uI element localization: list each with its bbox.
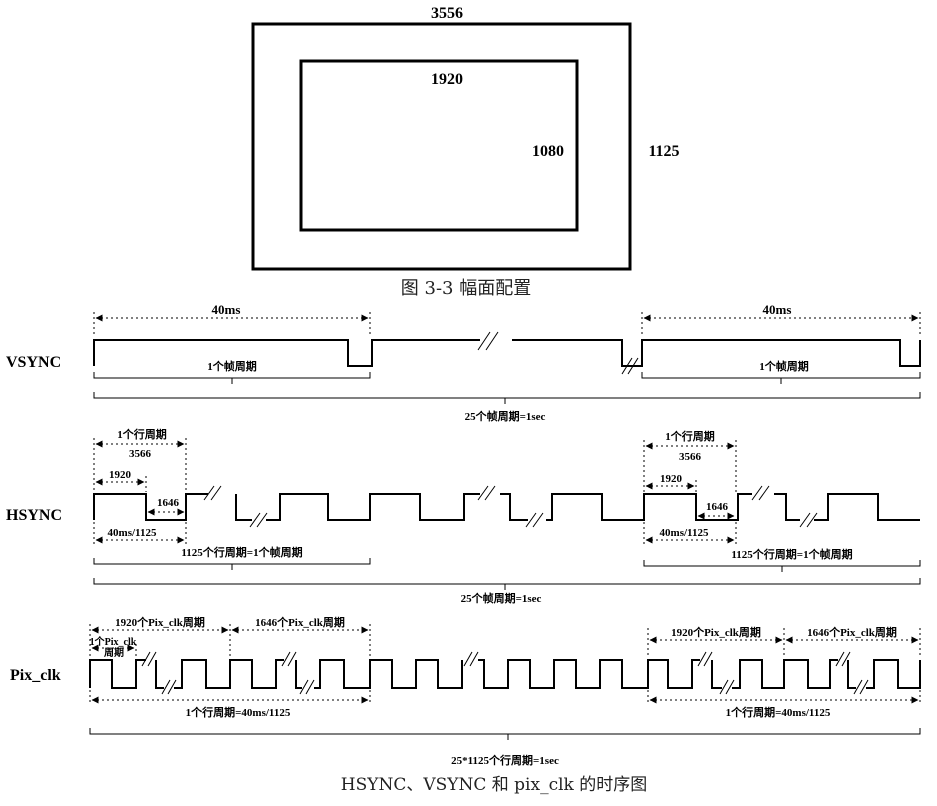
pixclk-break-marks xyxy=(141,651,869,695)
hsync-total-brace xyxy=(93,578,921,590)
vsync-period-left: 40ms xyxy=(212,302,241,317)
hsync-signal-name: HSYNC xyxy=(6,507,62,524)
vsync-signal-name: VSYNC xyxy=(6,354,61,371)
pixclk-waveform-segment-6 xyxy=(478,659,700,689)
total-width-label: 3556 xyxy=(431,5,463,22)
vsync-brace-right xyxy=(641,372,921,384)
vsync-row: VSYNC 40ms 40ms 1个帧周期 1个帧周期 25个帧周期=1sec xyxy=(6,302,921,423)
pixclk-one-clk-label: 1个Pix_clk xyxy=(90,635,137,648)
pixclk-waveform-segment-3 xyxy=(174,659,284,689)
hsync-line-time-left: 40ms/1125 xyxy=(108,527,157,539)
hsync-waveform-segment-2 xyxy=(235,494,252,521)
hsync-line-period-right: 1个行周期 xyxy=(665,429,715,443)
pixclk-waveform-segment-9 xyxy=(847,660,856,689)
pixclk-active-clk-left: 1920个Pix_clk周期 xyxy=(115,615,205,629)
hsync-total: 25个帧周期=1sec xyxy=(461,591,542,605)
vsync-frame-period-left: 1个帧周期 xyxy=(207,359,257,373)
pixclk-waveform-segment-5 xyxy=(314,659,463,689)
pixclk-one-clk-label-2: 周期 xyxy=(104,646,124,659)
pixclk-waveform-segment-7 xyxy=(711,660,722,689)
hsync-waveform-segment-4 xyxy=(500,493,528,521)
frame-configuration-figure: 3556 1920 1080 1125 图 3-3 幅面配置 xyxy=(251,5,680,299)
active-area-rect xyxy=(299,59,579,232)
hsync-frame-def-right: 1125个行周期=1个帧周期 xyxy=(731,547,852,561)
hsync-break-marks xyxy=(203,485,818,528)
hsync-waveform-segment-6 xyxy=(774,493,800,521)
total-height-label: 1125 xyxy=(648,143,679,160)
hsync-frame-def-left: 1125个行周期=1个帧周期 xyxy=(181,545,302,559)
pixclk-line-period-right: 1个行周期=40ms/1125 xyxy=(726,705,831,719)
active-width-label: 1920 xyxy=(431,71,463,88)
hsync-active-right: 1920 xyxy=(660,473,683,485)
hsync-line-period-left: 1个行周期 xyxy=(117,427,167,441)
pixclk-signal-name: Pix_clk xyxy=(10,667,61,684)
vsync-total: 25个帧周期=1sec xyxy=(465,409,546,423)
pixclk-waveform-segment-2 xyxy=(155,660,164,689)
hsync-waveform-segment-5 xyxy=(546,493,752,521)
pixclk-total-brace xyxy=(89,728,921,740)
pixclk-row: Pix_clk xyxy=(10,615,921,767)
active-height-label: 1080 xyxy=(532,143,564,160)
hsync-frame-brace-left xyxy=(93,558,371,570)
vsync-frame-period-right: 1个帧周期 xyxy=(759,359,809,373)
hsync-frame-brace-right xyxy=(643,560,921,572)
hsync-waveform-segment-3 xyxy=(266,493,480,521)
hsync-row: HSYNC 1个行周期 3566 1920 xyxy=(6,427,921,605)
timing-diagram-caption: HSYNC、VSYNC 和 pix_clk 的时序图 xyxy=(341,775,647,795)
total-frame-rect xyxy=(251,22,632,271)
hsync-line-time-right: 40ms/1125 xyxy=(660,527,709,539)
hsync-active-left: 1920 xyxy=(109,469,132,481)
pixclk-waveform-segment-1 xyxy=(89,659,146,689)
hsync-waveform-segment-1 xyxy=(93,493,208,521)
vsync-waveform-left xyxy=(93,339,480,367)
pixclk-active-clk-right: 1920个Pix_clk周期 xyxy=(671,625,761,639)
frame-figure-caption: 图 3-3 幅面配置 xyxy=(401,278,531,299)
hsync-total-width-left: 3566 xyxy=(129,448,152,460)
pixclk-blank-clk-right: 1646个Pix_clk周期 xyxy=(807,625,897,639)
pixclk-waveform-segment-8 xyxy=(732,659,838,689)
hsync-blank-right: 1646 xyxy=(706,501,729,513)
pixclk-waveform-segment-10 xyxy=(866,659,921,689)
vsync-total-brace xyxy=(93,392,921,404)
hsync-total-width-right: 3566 xyxy=(679,451,702,463)
vsync-waveform-right xyxy=(512,339,921,367)
vsync-brace-left xyxy=(93,372,371,384)
pixclk-waveform-segment-4 xyxy=(295,660,302,689)
hsync-waveform-segment-7 xyxy=(814,493,920,521)
hsync-blank-left: 1646 xyxy=(157,497,180,509)
vsync-period-right: 40ms xyxy=(763,302,792,317)
pixclk-total: 25*1125个行周期=1sec xyxy=(451,753,559,767)
pixclk-blank-clk-left: 1646个Pix_clk周期 xyxy=(255,615,345,629)
pixclk-line-period-left: 1个行周期=40ms/1125 xyxy=(186,705,291,719)
vsync-break-mark xyxy=(477,331,639,375)
